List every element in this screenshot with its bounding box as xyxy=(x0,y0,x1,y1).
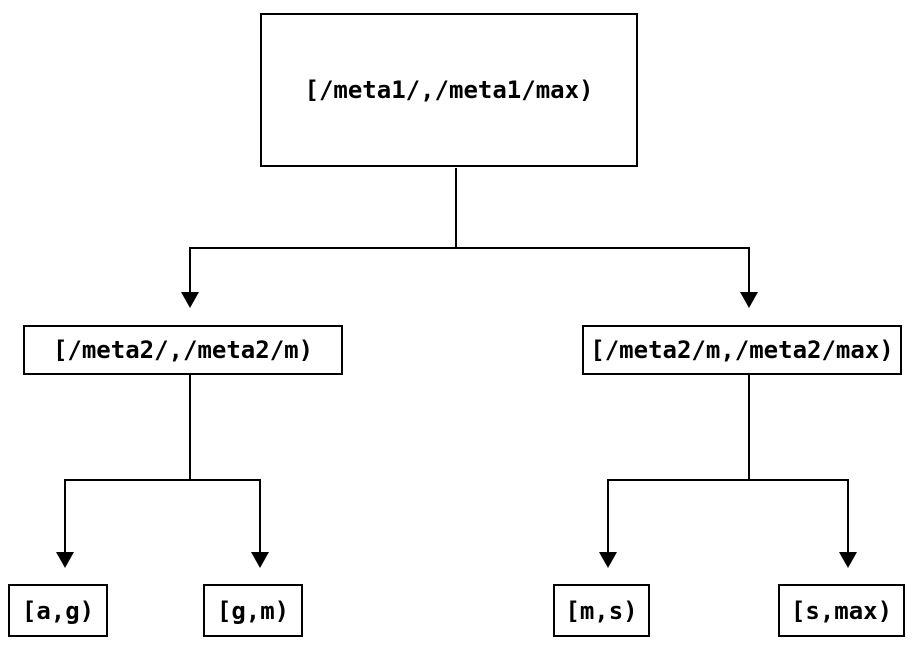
tree-node-root-label: [/meta1/,/meta1/max) xyxy=(304,76,594,104)
arrowhead-meta2-low xyxy=(181,292,199,308)
tree-node-leaf-ms-label: [m,s) xyxy=(565,596,638,625)
edge-meta2-low-to-leaf-gm xyxy=(189,375,261,552)
tree-node-meta2-low-label: [/meta2/,/meta2/m) xyxy=(52,336,314,364)
arrowhead-leaf-ms xyxy=(599,552,617,568)
arrowhead-leaf-smax xyxy=(839,552,857,568)
tree-node-meta2-high: [/meta2/m,/meta2/max) xyxy=(582,325,902,375)
edge-root-to-meta2-low xyxy=(189,168,457,292)
edge-meta2-high-to-leaf-ms xyxy=(607,375,750,552)
edge-meta2-high-to-leaf-smax xyxy=(748,375,849,552)
tree-node-leaf-gm-label: [g,m) xyxy=(216,596,290,625)
tree-node-leaf-smax-label: [s,max) xyxy=(790,596,893,625)
arrowhead-meta2-high xyxy=(740,292,758,308)
tree-node-leaf-ag-label: [a,g) xyxy=(21,596,95,625)
arrowhead-leaf-ag xyxy=(56,552,74,568)
tree-node-leaf-smax: [s,max) xyxy=(778,584,905,637)
tree-node-leaf-ag: [a,g) xyxy=(8,584,108,637)
tree-node-root: [/meta1/,/meta1/max) xyxy=(260,13,638,167)
edge-root-to-meta2-high xyxy=(455,168,750,292)
tree-node-leaf-gm: [g,m) xyxy=(203,584,303,637)
tree-node-leaf-ms: [m,s) xyxy=(553,584,650,637)
tree-node-meta2-low: [/meta2/,/meta2/m) xyxy=(23,325,343,375)
edge-meta2-low-to-leaf-ag xyxy=(64,375,191,552)
arrowhead-leaf-gm xyxy=(251,552,269,568)
tree-node-meta2-high-label: [/meta2/m,/meta2/max) xyxy=(590,336,894,364)
